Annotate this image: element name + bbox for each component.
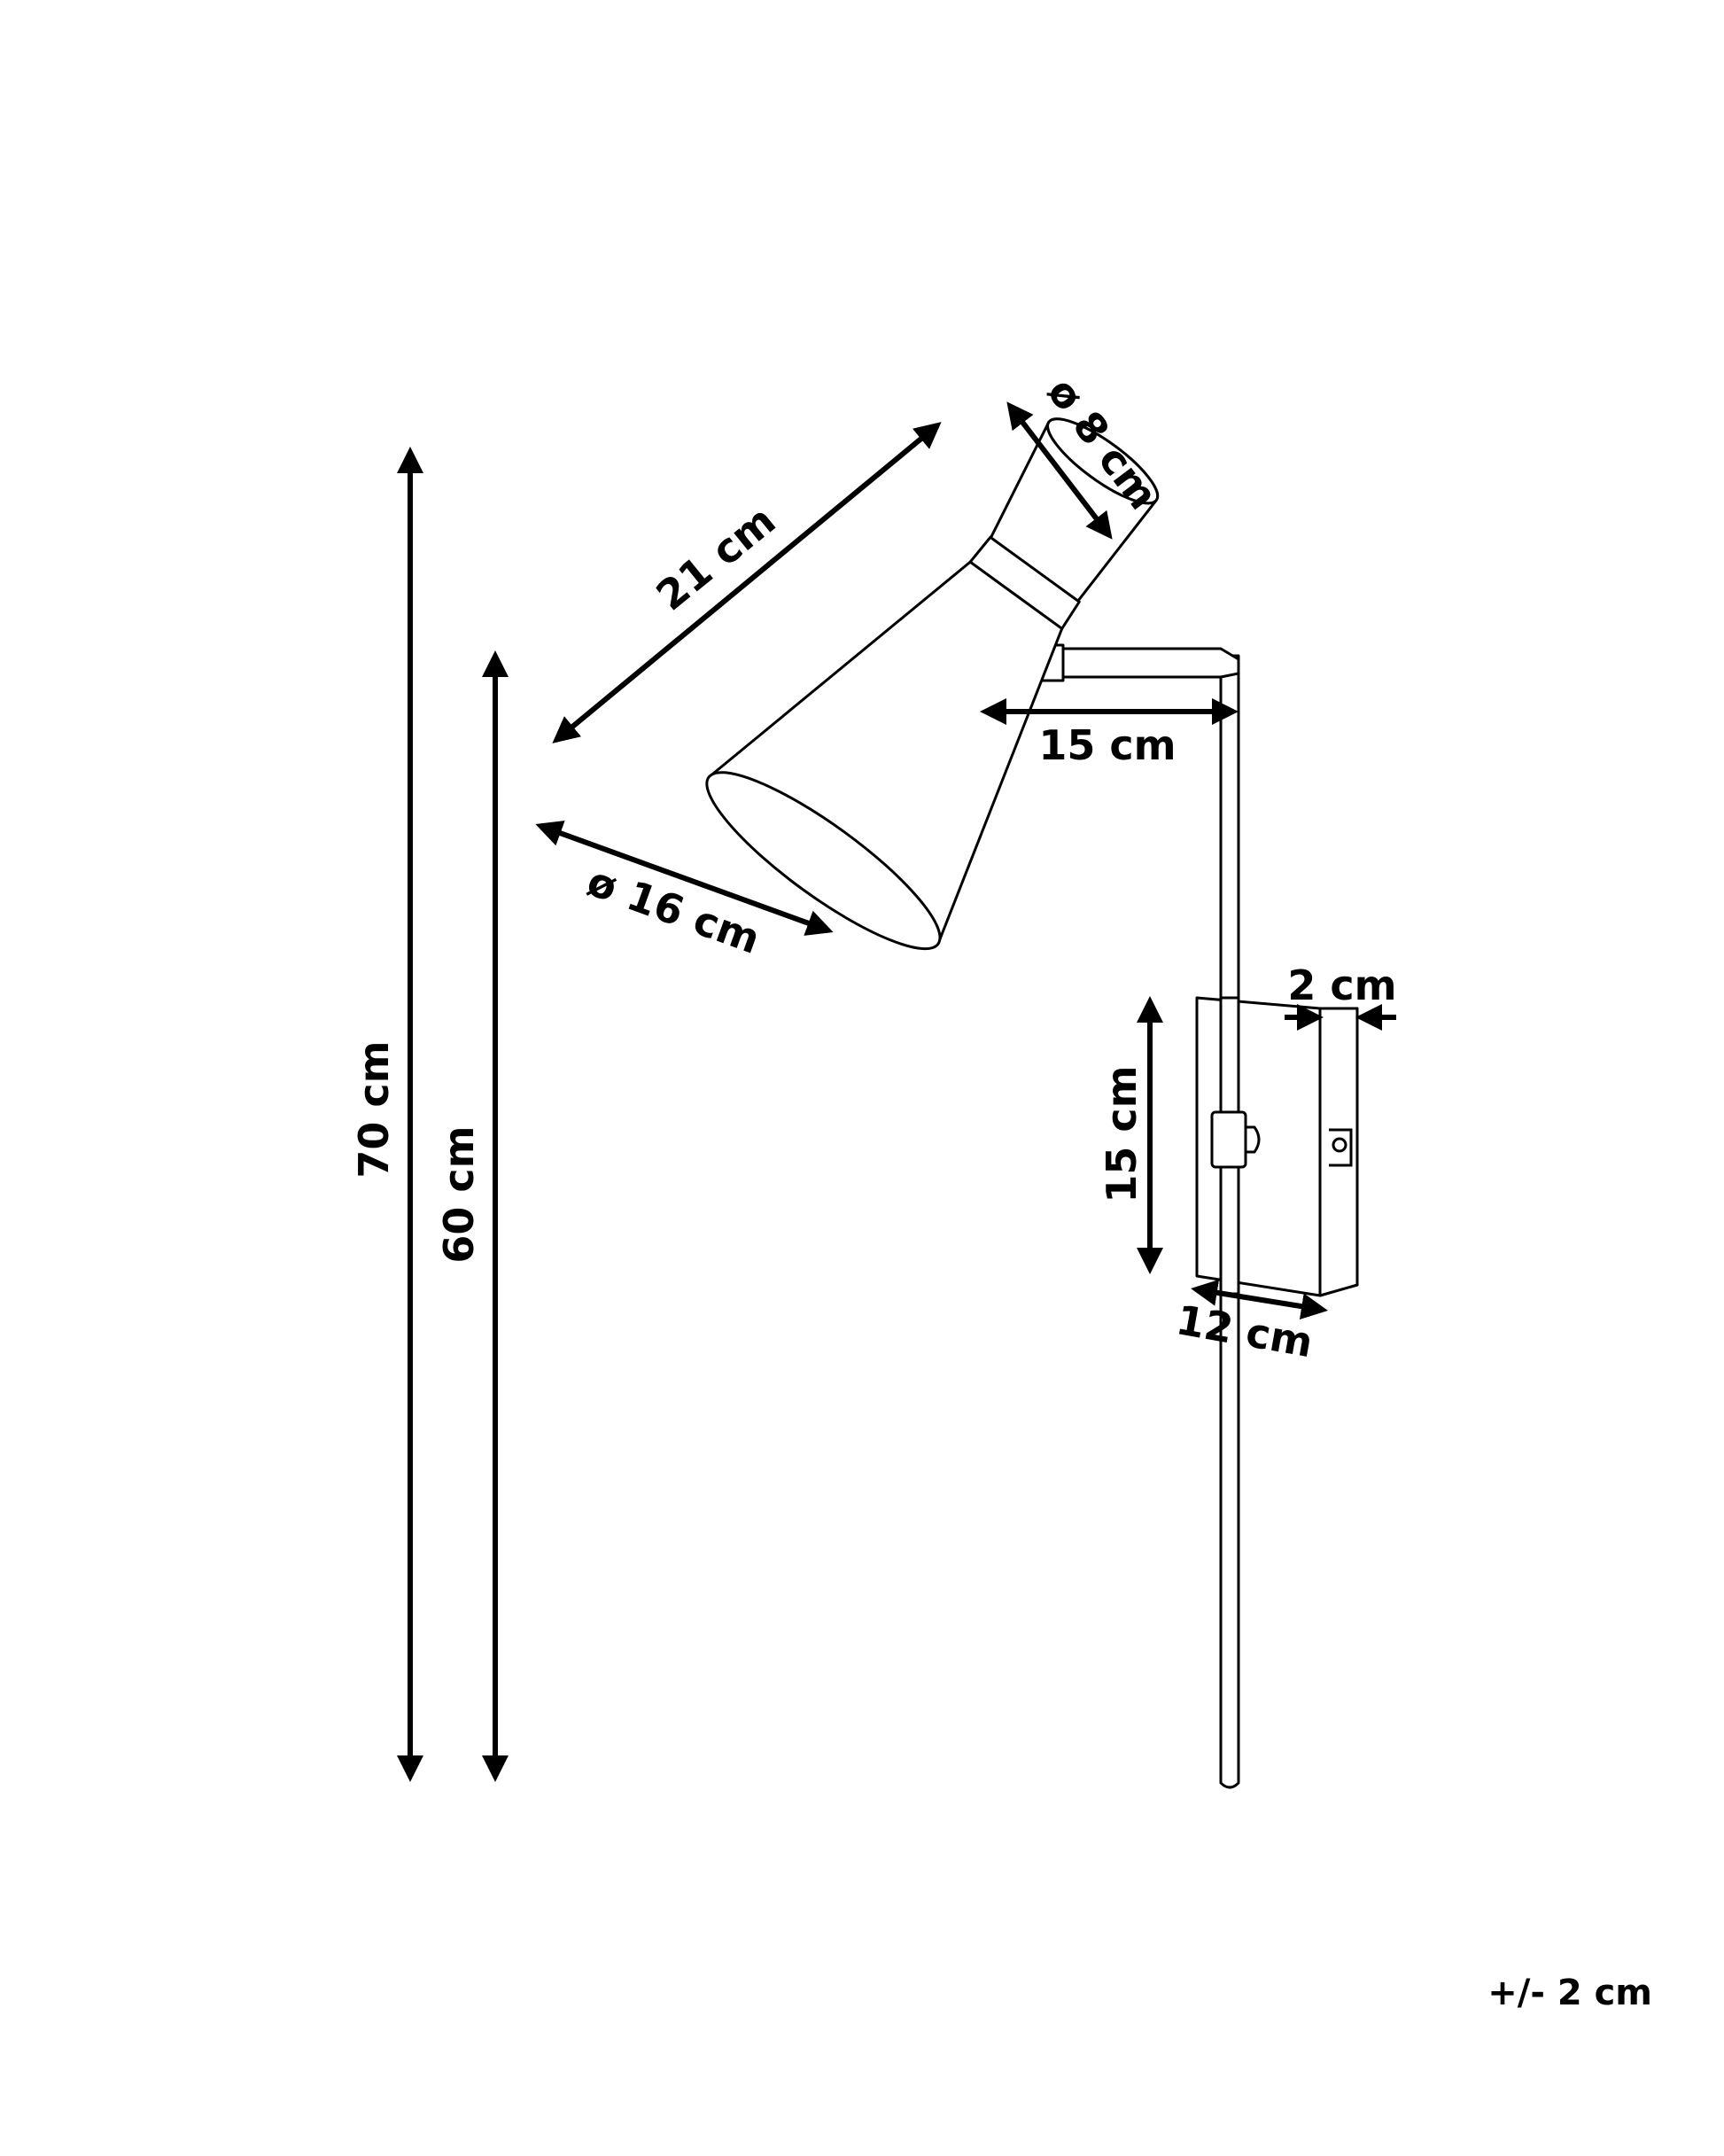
shade-bottom-diameter-arrow: [535, 821, 834, 936]
dimension-arrows: [397, 401, 1396, 1782]
plate-depth-label: 2 cm: [1287, 961, 1396, 1009]
arm-length-label: 15 cm: [1038, 721, 1176, 769]
lamp-drawing: [705, 417, 1359, 1789]
shade-length-label: 21 cm: [648, 496, 785, 620]
shade-length-arrow: [552, 422, 942, 743]
rod-height-label: 60 cm: [435, 1125, 483, 1263]
total-height-label: 70 cm: [350, 1040, 398, 1178]
tolerance-note: +/- 2 cm: [1487, 1973, 1652, 2013]
plate-height-label: 15 cm: [1098, 1065, 1145, 1203]
switch-button: [1244, 1125, 1261, 1154]
plate-notch: [1329, 1128, 1353, 1167]
rod-switch: [1210, 1110, 1247, 1169]
shade-top-diameter-arrow: [1006, 401, 1113, 540]
plate-width-arrow: [1191, 1280, 1328, 1319]
screw-icon: [1332, 1137, 1347, 1153]
